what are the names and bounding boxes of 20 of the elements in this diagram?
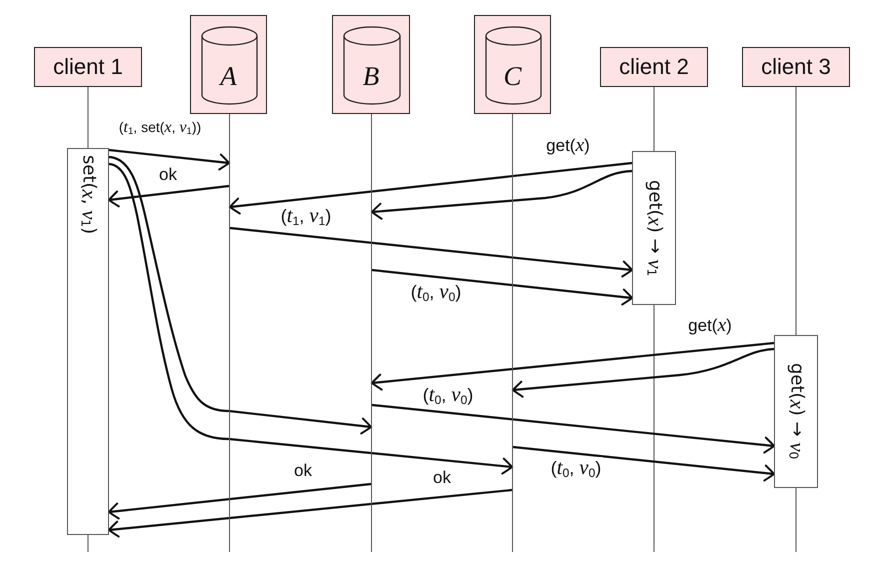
lifeline	[512, 114, 513, 552]
participant-label: B	[362, 62, 380, 92]
participant-label: A	[220, 62, 237, 92]
participant-box	[600, 47, 708, 87]
participant-label: client 1	[53, 54, 123, 80]
participant-box	[742, 47, 850, 87]
participant-box	[190, 15, 267, 114]
participant-box	[474, 15, 551, 114]
activation-bar	[67, 148, 109, 535]
participant-label: client 3	[761, 54, 831, 80]
participant-label: C	[503, 62, 522, 92]
participant-box	[34, 47, 142, 87]
message-label: (t$_{0}$, v$_{0}$)	[550, 457, 602, 481]
activation-bar	[632, 151, 676, 305]
message-label: (t$_{1}$, set(x, v$_{1}$))	[118, 118, 202, 138]
participant-box	[332, 15, 410, 114]
lifeline	[229, 114, 230, 552]
activation-bar	[774, 335, 818, 488]
participant-label: client 2	[619, 54, 689, 80]
lifeline	[371, 114, 372, 552]
